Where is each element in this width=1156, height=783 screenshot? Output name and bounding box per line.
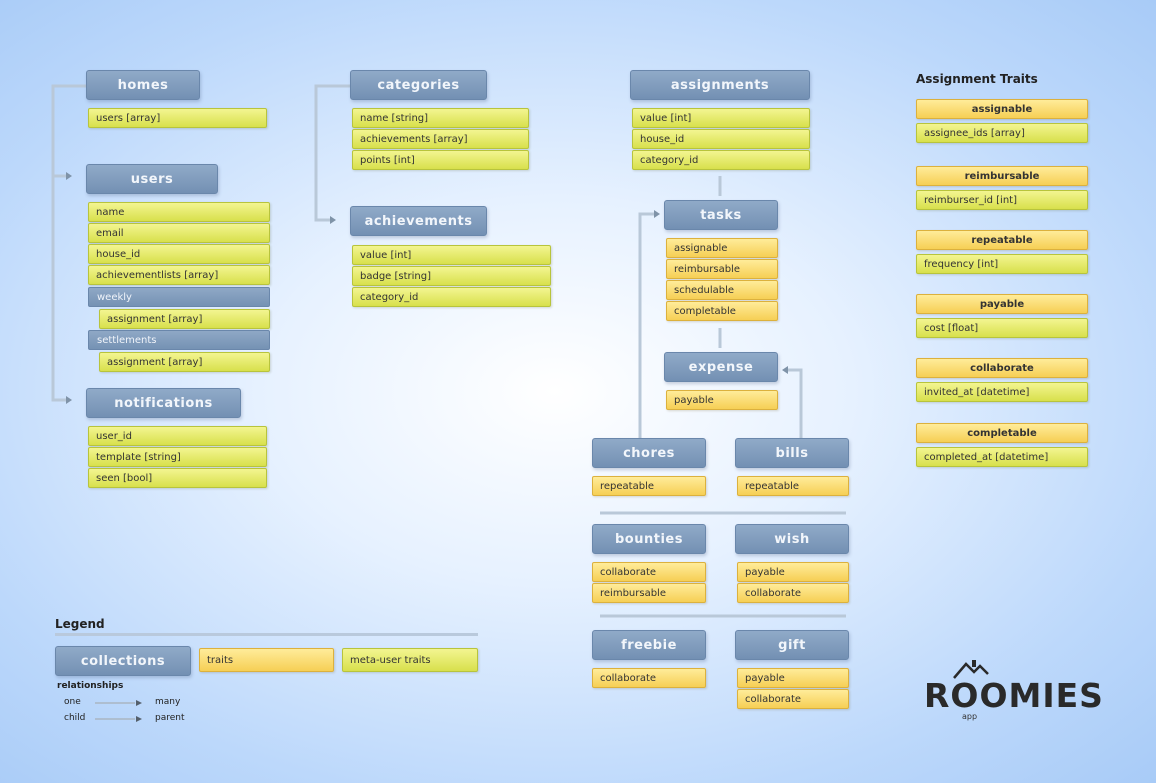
legend-divider xyxy=(55,633,478,636)
trait-collaborate-field: invited_at [datetime] xyxy=(916,382,1088,402)
homes-header[interactable]: homes xyxy=(86,70,200,100)
legend-meta-traits: meta-user traits xyxy=(342,648,478,672)
assignments-field: value [int] xyxy=(632,108,810,128)
trait-completable: completable xyxy=(916,423,1088,443)
assignments-header[interactable]: assignments xyxy=(630,70,810,100)
gift-header[interactable]: gift xyxy=(735,630,849,660)
users-settlements-subheader: settlements xyxy=(88,330,270,350)
notifications-field: user_id xyxy=(88,426,267,446)
bounties-trait: reimbursable xyxy=(592,583,706,603)
freebie-header[interactable]: freebie xyxy=(592,630,706,660)
trait-payable-field: cost [float] xyxy=(916,318,1088,338)
trait-reimbursable: reimbursable xyxy=(916,166,1088,186)
gift-trait: payable xyxy=(737,668,849,688)
categories-field: points [int] xyxy=(352,150,529,170)
notifications-header[interactable]: notifications xyxy=(86,388,241,418)
wish-header[interactable]: wish xyxy=(735,524,849,554)
trait-repeatable-field: frequency [int] xyxy=(916,254,1088,274)
legend-collections: collections xyxy=(55,646,191,676)
legend-title: Legend xyxy=(55,617,105,631)
achievements-field: badge [string] xyxy=(352,266,551,286)
freebie-trait: collaborate xyxy=(592,668,706,688)
traits-panel-title: Assignment Traits xyxy=(916,72,1038,86)
wish-trait: payable xyxy=(737,562,849,582)
chores-trait: repeatable xyxy=(592,476,706,496)
tasks-trait: assignable xyxy=(666,238,778,258)
trait-completable-field: completed_at [datetime] xyxy=(916,447,1088,467)
notifications-field: seen [bool] xyxy=(88,468,267,488)
users-field: name xyxy=(88,202,270,222)
expense-trait: payable xyxy=(666,390,778,410)
homes-field: users [array] xyxy=(88,108,267,128)
trait-reimbursable-field: reimburser_id [int] xyxy=(916,190,1088,210)
expense-header[interactable]: expense xyxy=(664,352,778,382)
users-header[interactable]: users xyxy=(86,164,218,194)
categories-field: achievements [array] xyxy=(352,129,529,149)
bills-expense-link xyxy=(786,368,803,438)
users-field: house_id xyxy=(88,244,270,264)
legend-traits: traits xyxy=(199,648,334,672)
tasks-trait: reimbursable xyxy=(666,259,778,279)
achievements-header[interactable]: achievements xyxy=(350,206,487,236)
roomies-logo: ROOMIES xyxy=(924,676,1104,715)
users-weekly-field: assignment [array] xyxy=(99,309,270,329)
trait-collaborate: collaborate xyxy=(916,358,1088,378)
bills-trait: repeatable xyxy=(737,476,849,496)
users-field: email xyxy=(88,223,270,243)
notifications-field: template [string] xyxy=(88,447,267,467)
legend-row-left: child xyxy=(64,713,86,723)
categories-field: name [string] xyxy=(352,108,529,128)
users-weekly-subheader: weekly xyxy=(88,287,270,307)
homes-users-bracket xyxy=(51,84,86,402)
chores-header[interactable]: chores xyxy=(592,438,706,468)
legend-row-right: many xyxy=(155,697,181,707)
roomies-logo-sub: app xyxy=(962,712,978,721)
trait-payable: payable xyxy=(916,294,1088,314)
users-settlements-field: assignment [array] xyxy=(99,352,270,372)
achievements-field: value [int] xyxy=(352,245,551,265)
bills-header[interactable]: bills xyxy=(735,438,849,468)
achievements-field: category_id xyxy=(352,287,551,307)
gift-trait: collaborate xyxy=(737,689,849,709)
legend-row-left: one xyxy=(64,697,81,707)
house-logo-icon xyxy=(953,660,989,679)
tasks-trait: schedulable xyxy=(666,280,778,300)
trait-repeatable: repeatable xyxy=(916,230,1088,250)
tasks-trait: completable xyxy=(666,301,778,321)
bounties-trait: collaborate xyxy=(592,562,706,582)
trait-assignable: assignable xyxy=(916,99,1088,119)
assignments-field: house_id xyxy=(632,129,810,149)
tasks-header[interactable]: tasks xyxy=(664,200,778,230)
categories-achievements-link xyxy=(314,84,350,222)
assignments-field: category_id xyxy=(632,150,810,170)
categories-header[interactable]: categories xyxy=(350,70,487,100)
bounties-header[interactable]: bounties xyxy=(592,524,706,554)
legend-row-right: parent xyxy=(155,713,185,723)
chores-tasks-link xyxy=(638,212,654,438)
users-field: achievementlists [array] xyxy=(88,265,270,285)
legend-relationships-label: relationships xyxy=(57,681,124,691)
trait-assignable-field: assignee_ids [array] xyxy=(916,123,1088,143)
wish-trait: collaborate xyxy=(737,583,849,603)
